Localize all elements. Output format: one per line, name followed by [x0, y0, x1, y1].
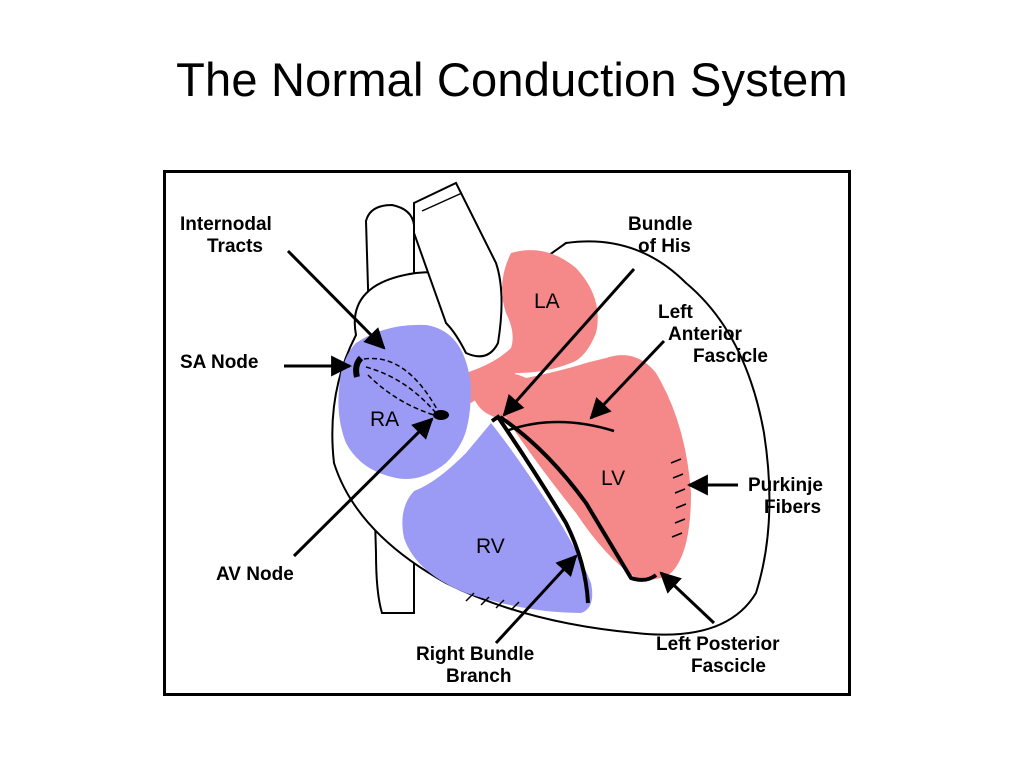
label-ra: RA — [370, 408, 399, 431]
label-sa-node: SA Node — [180, 352, 258, 373]
right-atrium — [338, 324, 471, 479]
av-node-mark — [433, 410, 449, 420]
arrow-bundle-of-his — [502, 268, 636, 417]
left-bundle-outline — [498, 415, 658, 582]
arrow-av-node — [292, 417, 434, 558]
left-ventricle — [506, 355, 691, 580]
label-left-anterior-fascicle: Left Anterior Fascicle — [658, 302, 768, 367]
septum-outline — [490, 414, 590, 604]
label-internodal-tracts: Internodal Tracts — [180, 214, 277, 257]
label-lv: LV — [601, 467, 625, 490]
label-right-bundle-branch: Right Bundle Branch — [416, 644, 539, 687]
internodal-tract-lines — [363, 357, 439, 416]
heart-conduction-diagram: RA RV LA LV Internodal Tracts SA Node AV… — [180, 181, 828, 687]
heart-diagram-frame: RA RV LA LV Internodal Tracts SA Node AV… — [163, 170, 851, 696]
left-atrium — [464, 250, 598, 403]
aorta — [413, 181, 503, 358]
label-left-posterior-fascicle: Left Posterior Fascicle — [656, 634, 785, 677]
arrow-internodal-tracts — [286, 249, 386, 350]
sa-node-mark — [353, 355, 364, 378]
anterior-fascicle-line — [505, 420, 615, 433]
label-rv: RV — [476, 535, 505, 558]
arrow-left-posterior-fascicle — [659, 571, 716, 625]
label-la: LA — [534, 290, 560, 313]
aorta-rim — [421, 192, 463, 212]
right-ventricle — [402, 423, 593, 613]
label-purkinje-fibers: Purkinje Fibers — [748, 475, 828, 518]
purkinje-hatching — [465, 458, 687, 611]
arrow-right-bundle-branch — [494, 554, 578, 645]
label-bundle-of-his: Bundle of His — [628, 214, 698, 257]
arrow-left-anterior-fascicle — [589, 339, 666, 420]
slide-title: The Normal Conduction System — [176, 53, 848, 106]
label-av-node: AV Node — [216, 564, 294, 585]
